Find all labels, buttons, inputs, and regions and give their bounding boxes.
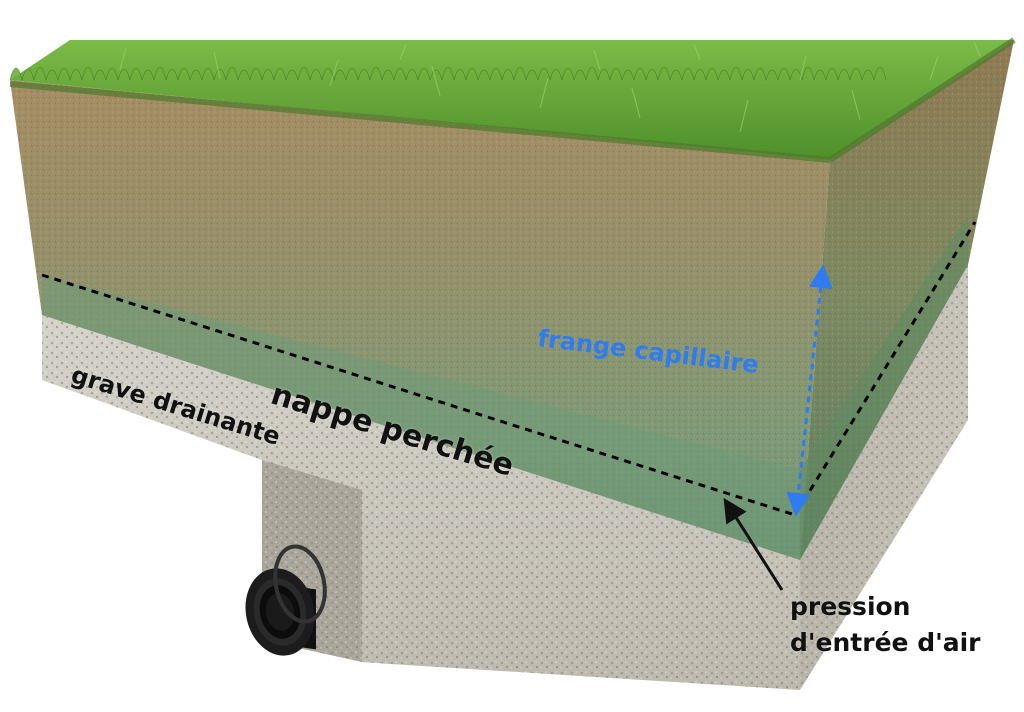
perched-water-table-line — [41, 221, 977, 517]
capillary-fringe-arrow — [786, 264, 833, 517]
soil-layer — [10, 40, 1014, 560]
air-entry-label-line1: pression — [790, 592, 911, 621]
pointer-arrow-icon — [723, 497, 784, 591]
drain-pipe-icon — [245, 544, 327, 656]
air-entry-label-line2: d'entrée d'air — [790, 628, 981, 657]
grass-surface — [9, 37, 1016, 163]
